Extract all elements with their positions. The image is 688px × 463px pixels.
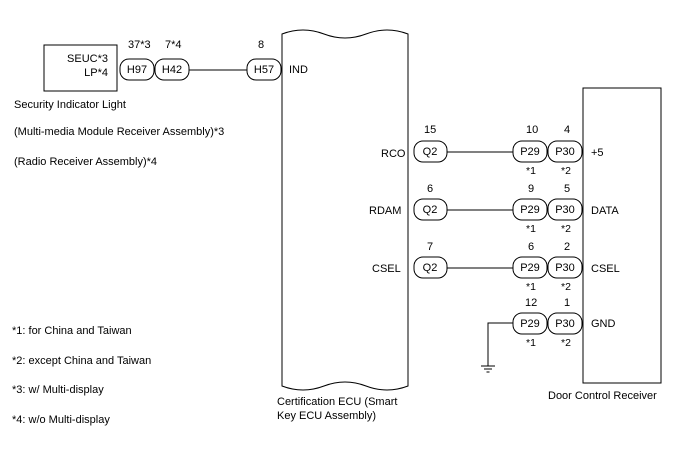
row-rco: RCO 15 Q2 10 4 P29 P30 *1 *2 +5 [381, 124, 604, 177]
note1-rdam: *1 [526, 223, 536, 235]
ground-icon [481, 365, 495, 373]
connector-q2-csel-label: Q2 [423, 262, 438, 274]
note1-gnd: *1 [526, 337, 536, 349]
connector-p29-rco [512, 140, 548, 163]
p30-pin-csel: 2 [564, 241, 570, 253]
p29-pin-gnd: 12 [525, 297, 537, 309]
receiver-label-gnd: GND [591, 318, 616, 330]
pin-h57-number: 8 [258, 39, 264, 51]
connector-p29-csel [512, 256, 548, 279]
p30-pin-rco: 4 [564, 124, 570, 136]
connector-p30-rco [547, 140, 583, 163]
connector-h57 [246, 58, 282, 81]
row-csel: CSEL 7 Q2 6 2 P29 P30 *1 *2 CSEL [372, 241, 620, 293]
note2-csel: *2 [561, 281, 571, 293]
connector-h57-label: H57 [254, 64, 274, 76]
ecu-ind-label: IND [289, 64, 308, 76]
note1-csel: *1 [526, 281, 536, 293]
connector-p30-csel [547, 256, 583, 279]
security-indicator-light-box [43, 44, 118, 92]
security-light-caption-alt3: (Multi-media Module Receiver Assembly)*3 [14, 126, 224, 138]
connector-p29-rdam-label: P29 [520, 204, 540, 216]
connector-h42-label: H42 [162, 64, 182, 76]
connector-p29-rdam [512, 198, 548, 221]
p29-pin-csel: 6 [528, 241, 534, 253]
note2-rco: *2 [561, 165, 571, 177]
connector-p29-rco-label: P29 [520, 146, 540, 158]
note-1: *1: for China and Taiwan [12, 325, 132, 337]
wire-gnd [487, 322, 513, 366]
connector-q2-rco-label: Q2 [423, 146, 438, 158]
security-light-line2: LP*4 [84, 67, 108, 79]
security-light-caption-alt4: (Radio Receiver Assembly)*4 [14, 156, 157, 168]
connector-p29-csel-label: P29 [520, 262, 540, 274]
ecu-pin-rdam: 6 [427, 183, 433, 195]
note2-gnd: *2 [561, 337, 571, 349]
ecu-caption-line2: Key ECU Assembly) [277, 410, 376, 422]
door-control-receiver-box [582, 87, 662, 384]
connector-h97-label: H97 [127, 64, 147, 76]
connector-p30-rdam-label: P30 [555, 204, 575, 216]
pin-h42-number: 7*4 [165, 39, 182, 51]
note1-rco: *1 [526, 165, 536, 177]
security-light-caption: Security Indicator Light [14, 99, 126, 111]
connector-p30-gnd-label: P30 [555, 318, 575, 330]
receiver-label-plus5: +5 [591, 147, 604, 159]
certification-ecu-box [281, 29, 409, 391]
note-4: *4: w/o Multi-display [12, 414, 110, 426]
connector-p29-gnd-label: P29 [520, 318, 540, 330]
note2-rdam: *2 [561, 223, 571, 235]
ecu-pin-csel: 7 [427, 241, 433, 253]
connector-p30-rco-label: P30 [555, 146, 575, 158]
connector-p30-rdam [547, 198, 583, 221]
receiver-label-csel: CSEL [591, 263, 620, 275]
p29-pin-rco: 10 [526, 124, 538, 136]
ecu-pin-rco: 15 [424, 124, 436, 136]
connector-h97 [119, 58, 155, 81]
row-gnd: 12 1 P29 P30 *1 *2 GND [481, 297, 616, 373]
pin-h97-number: 37*3 [128, 39, 151, 51]
ecu-label-csel: CSEL [372, 263, 401, 275]
connector-q2-rdam-label: Q2 [423, 204, 438, 216]
connector-p30-csel-label: P30 [555, 262, 575, 274]
security-light-line1: SEUC*3 [67, 53, 108, 65]
connector-p30-gnd [547, 312, 583, 335]
p29-pin-rdam: 9 [528, 183, 534, 195]
receiver-label-data: DATA [591, 205, 619, 217]
row-rdam: RDAM 6 Q2 9 5 P29 P30 *1 *2 DATA [369, 183, 619, 235]
receiver-caption: Door Control Receiver [548, 390, 657, 402]
p30-pin-rdam: 5 [564, 183, 570, 195]
ecu-caption-line1: Certification ECU (Smart [277, 396, 397, 408]
ecu-label-rco: RCO [381, 148, 406, 160]
p30-pin-gnd: 1 [564, 297, 570, 309]
ecu-label-rdam: RDAM [369, 205, 401, 217]
note-2: *2: except China and Taiwan [12, 355, 151, 367]
note-3: *3: w/ Multi-display [12, 384, 104, 396]
